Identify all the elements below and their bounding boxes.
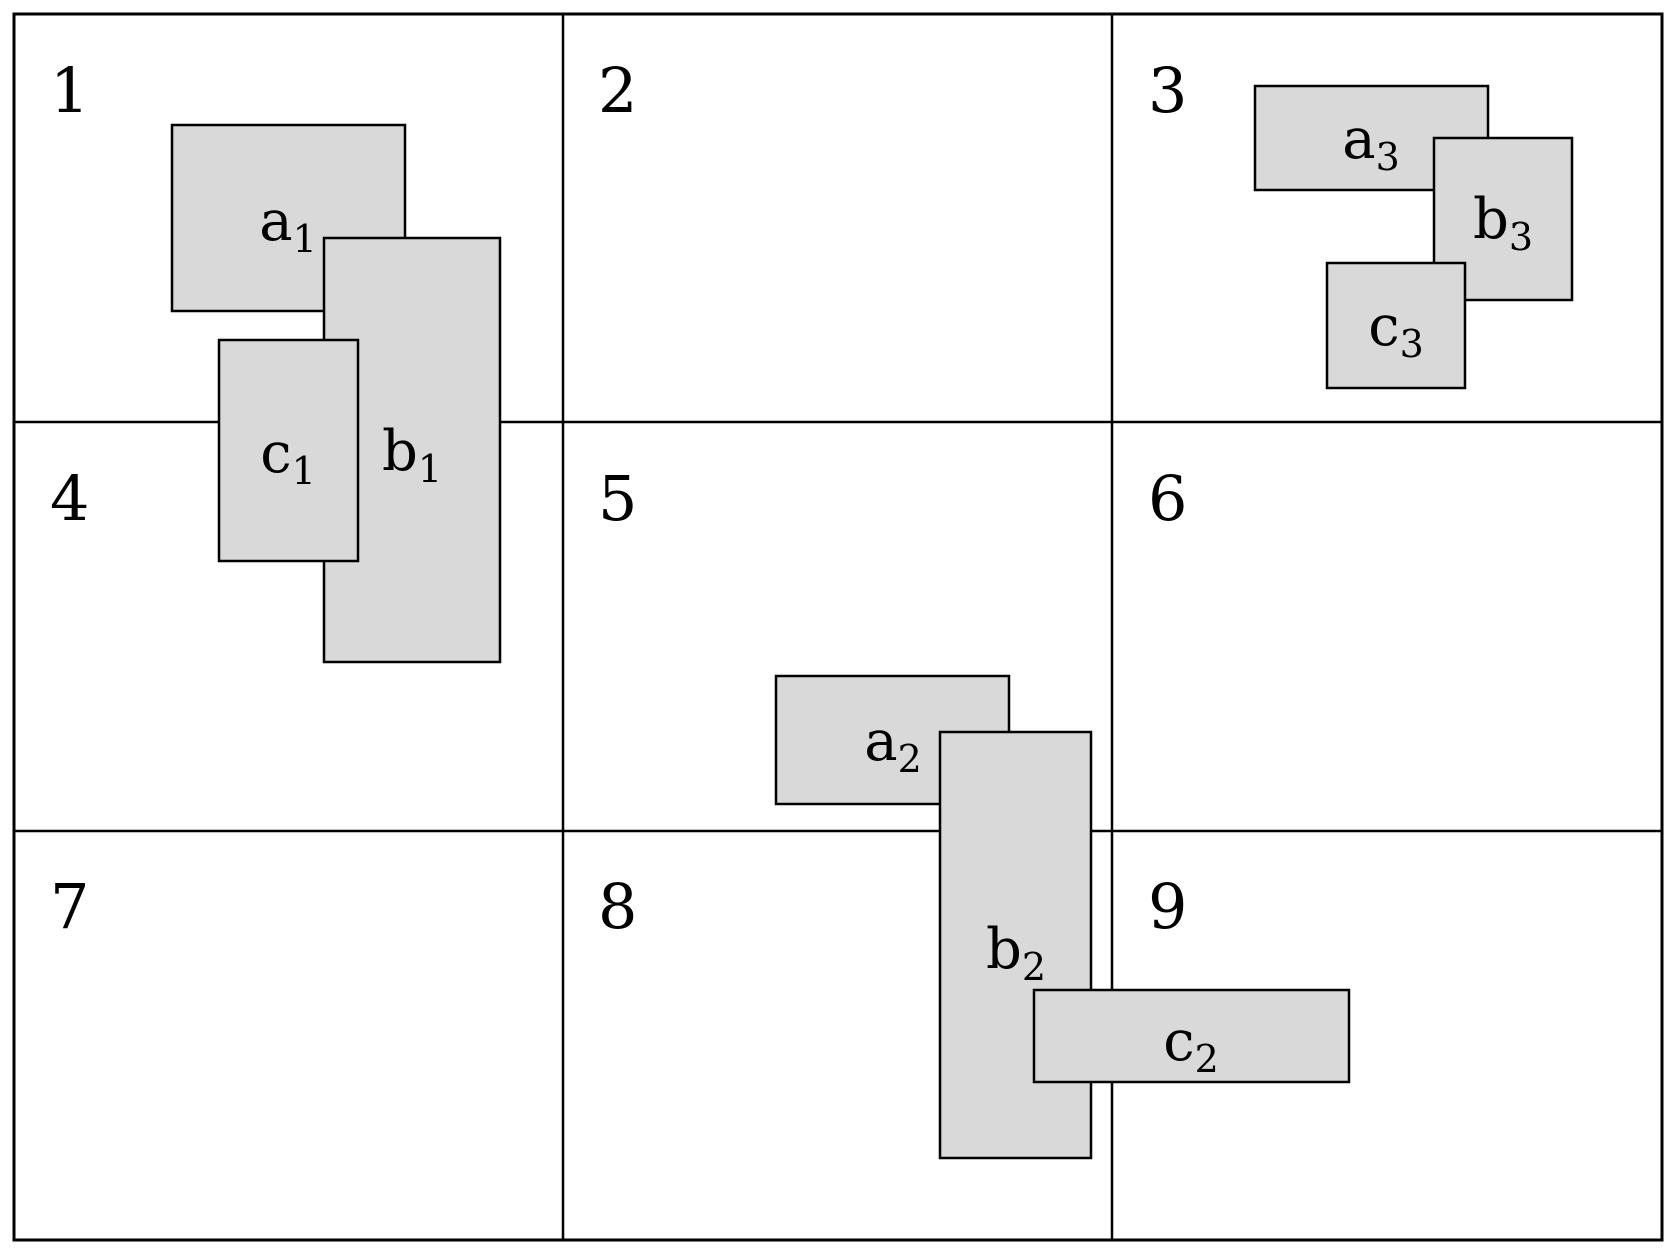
grid: 1 2 3 4 5 6 7 8 9 bbox=[12, 12, 1664, 1242]
rect-c2-box bbox=[1032, 988, 1351, 1084]
cell-number-7: 7 bbox=[50, 870, 89, 943]
rect-c2-label: c2 bbox=[1163, 1009, 1219, 1081]
cell-number-2: 2 bbox=[598, 54, 637, 127]
rect-b1-label: b1 bbox=[382, 419, 442, 491]
cell-number-4: 4 bbox=[50, 462, 89, 535]
rect-b2: b2 bbox=[938, 730, 1093, 1160]
rect-b3-label: b3 bbox=[1473, 187, 1533, 259]
rect-c3: c3 bbox=[1325, 261, 1467, 390]
rect-c1: c1 bbox=[217, 338, 360, 563]
rect-c3-label: c3 bbox=[1368, 294, 1424, 366]
grid-border bbox=[12, 12, 1664, 1242]
rect-c1-label: c1 bbox=[260, 421, 316, 493]
rect-b2-label: b2 bbox=[986, 917, 1046, 989]
cell-number-5: 5 bbox=[598, 462, 637, 535]
rect-b2-box bbox=[938, 730, 1093, 1160]
cell-number-1: 1 bbox=[50, 54, 89, 127]
rectangles: a1 b1 c1 a2 b2 c2 a3 b3 c3 bbox=[170, 84, 1574, 1160]
rect-a3-label: a3 bbox=[1342, 107, 1400, 179]
rect-c3-box bbox=[1325, 261, 1467, 390]
cell-number-9: 9 bbox=[1148, 870, 1187, 943]
rect-a2-label: a2 bbox=[864, 709, 922, 781]
cell-number-3: 3 bbox=[1148, 54, 1187, 127]
rect-c2: c2 bbox=[1032, 988, 1351, 1084]
rect-a1-label: a1 bbox=[259, 189, 317, 261]
rect-c1-box bbox=[217, 338, 360, 563]
cell-number-6: 6 bbox=[1148, 462, 1187, 535]
cell-number-8: 8 bbox=[598, 870, 637, 943]
